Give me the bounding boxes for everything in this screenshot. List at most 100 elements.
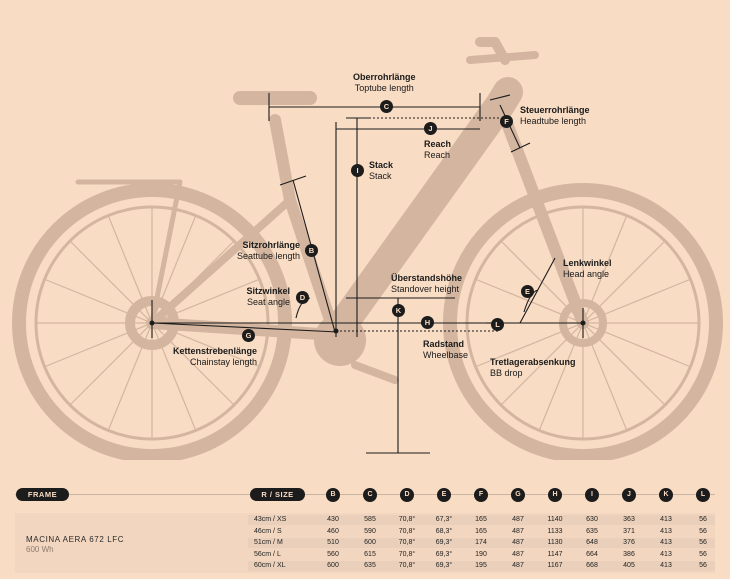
value-cell: 165 <box>475 516 487 523</box>
value-cell: 460 <box>327 527 339 535</box>
label-headtube-de: Steuerrohrlänge <box>520 105 590 115</box>
column-header-g: G <box>511 488 525 502</box>
value-cell: 430 <box>327 516 339 523</box>
size-cell: 56cm / L <box>254 550 281 558</box>
value-cell: 405 <box>623 562 635 569</box>
value-cell: 190 <box>475 550 487 558</box>
label-headangle-en: Head angle <box>563 269 610 279</box>
value-cell: 635 <box>364 562 376 569</box>
bike-silhouette <box>12 37 723 460</box>
value-cell: 413 <box>660 562 672 569</box>
label-toptube-de: Oberrohrlänge <box>353 72 416 82</box>
badge-f: F <box>500 115 513 128</box>
label-toptube: Oberrohrlänge Toptube length <box>353 72 416 94</box>
column-header-j: J <box>622 488 636 502</box>
value-cell: 1147 <box>547 550 563 558</box>
value-cell: 56 <box>699 516 707 523</box>
label-wheelbase-de: Radstand <box>423 339 465 349</box>
size-header: R / SIZE <box>250 488 305 501</box>
value-cell: 590 <box>364 527 376 535</box>
value-cell: 487 <box>512 562 524 569</box>
value-cell: 67,3° <box>435 516 453 523</box>
label-standover: Überstandshöhe Standover height <box>391 273 462 295</box>
label-reach-en: Reach <box>424 150 451 160</box>
value-cell: 585 <box>364 516 376 523</box>
column-header-i: I <box>585 488 599 502</box>
model-name: MACINA AERA 672 LFC <box>26 535 125 544</box>
label-seattube: Sitzrohrlänge Seattube length <box>220 240 300 262</box>
value-cell: 1140 <box>547 516 563 523</box>
column-header-d: D <box>400 488 414 502</box>
label-chainstay-en: Chainstay length <box>189 357 257 367</box>
label-bbdrop-en: BB drop <box>490 368 523 378</box>
value-cell: 68,3° <box>435 527 453 535</box>
badge-e: E <box>521 285 534 298</box>
value-cell: 1167 <box>547 562 563 569</box>
size-cell: 51cm / M <box>254 539 283 546</box>
badge-i: I <box>351 164 364 177</box>
battery-capacity: 600 Wh <box>26 545 54 554</box>
value-cell: 1133 <box>547 527 563 535</box>
frame-header: FRAME <box>16 488 69 501</box>
label-seatangle-en: Seat angle <box>246 297 290 307</box>
label-seatangle-de: Sitzwinkel <box>246 286 290 296</box>
value-cell: 664 <box>586 550 598 558</box>
label-standover-de: Überstandshöhe <box>391 273 463 283</box>
value-cell: 165 <box>475 527 487 535</box>
label-wheelbase: Radstand Wheelbase <box>423 339 468 361</box>
value-cell: 56 <box>699 550 707 558</box>
label-seattube-de: Sitzrohrlänge <box>242 240 300 250</box>
label-stack: Stack Stack <box>369 160 393 182</box>
value-cell: 376 <box>623 539 635 546</box>
bike-geometry-diagram <box>12 37 723 460</box>
value-cell: 70,8° <box>398 539 416 546</box>
value-cell: 413 <box>660 539 672 546</box>
label-standover-en: Standover height <box>391 284 460 294</box>
column-header-f: F <box>474 488 488 502</box>
badge-g: G <box>242 329 255 342</box>
column-header-l: L <box>696 488 710 502</box>
column-header-c: C <box>363 488 377 502</box>
value-cell: 70,8° <box>398 562 416 569</box>
label-seatangle: Sitzwinkel Seat angle <box>220 286 290 308</box>
badge-j: J <box>424 122 437 135</box>
value-cell: 600 <box>364 539 376 546</box>
size-cell: 60cm / XL <box>254 562 286 569</box>
column-header-e: E <box>437 488 451 502</box>
value-cell: 69,3° <box>435 550 453 558</box>
label-headtube: Steuerrohrlänge Headtube length <box>520 105 590 127</box>
label-chainstay: Kettenstrebenlänge Chainstay length <box>160 346 257 368</box>
label-stack-en: Stack <box>369 171 392 181</box>
label-headangle: Lenkwinkel Head angle <box>563 258 612 280</box>
label-reach: Reach Reach <box>424 139 451 161</box>
label-toptube-en: Toptube length <box>354 83 414 93</box>
value-cell: 56 <box>699 562 707 569</box>
label-stack-de: Stack <box>369 160 394 170</box>
value-cell: 70,8° <box>398 550 416 558</box>
badge-h: H <box>421 316 434 329</box>
value-cell: 386 <box>623 550 635 558</box>
badge-c: C <box>380 100 393 113</box>
badge-b: B <box>305 244 318 257</box>
size-cell: 46cm / S <box>254 527 282 535</box>
badge-d: D <box>296 291 309 304</box>
column-header-b: B <box>326 488 340 502</box>
value-cell: 371 <box>623 527 635 535</box>
value-cell: 648 <box>586 539 598 546</box>
value-cell: 195 <box>475 562 487 569</box>
value-cell: 635 <box>586 527 598 535</box>
value-cell: 1130 <box>547 539 563 546</box>
value-cell: 56 <box>699 527 707 535</box>
badge-l: L <box>491 318 504 331</box>
label-chainstay-de: Kettenstrebenlänge <box>172 346 257 356</box>
value-cell: 668 <box>586 562 598 569</box>
label-headangle-de: Lenkwinkel <box>563 258 612 268</box>
badge-k: K <box>392 304 405 317</box>
label-reach-de: Reach <box>424 139 452 149</box>
value-cell: 615 <box>364 550 376 558</box>
column-header-k: K <box>659 488 673 502</box>
value-cell: 69,3° <box>435 562 453 569</box>
